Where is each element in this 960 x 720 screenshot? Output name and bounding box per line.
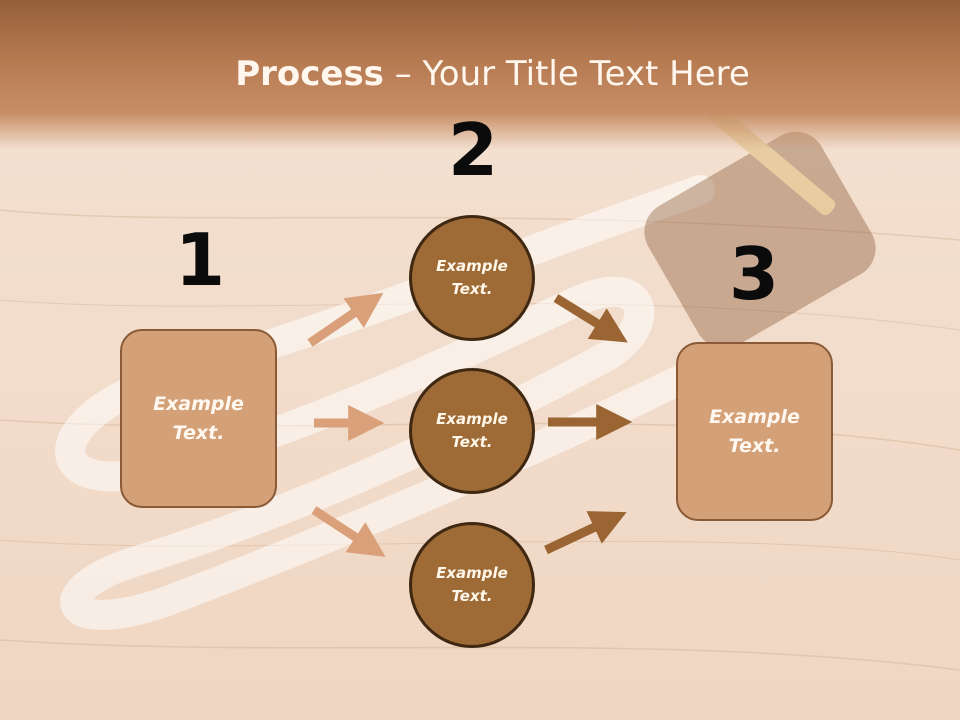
left-step-box-text: Example Text. [153,392,244,444]
title-rest: – Your Title Text Here [383,54,750,94]
circle-node-1[interactable]: Example Text. [409,215,535,341]
step-number-1: 1 [174,218,226,302]
title-bold: Process [235,54,384,94]
slide-title: Process – Your Title Text Here [0,52,960,96]
circle-node-1-text: Example Text. [436,257,508,298]
left-step-box[interactable]: Example Text. [120,329,277,508]
step-number-3: 3 [728,232,780,316]
circle-node-3[interactable]: Example Text. [409,522,535,648]
arrow-circle-1-to-right [553,294,628,343]
right-step-box[interactable]: Example Text. [676,342,833,521]
right-step-box-text: Example Text. [709,405,800,457]
circle-node-3-text: Example Text. [436,564,508,605]
arrow-left-to-circle-1 [307,292,384,347]
circle-node-2-text: Example Text. [436,410,508,451]
circle-node-2[interactable]: Example Text. [409,368,535,494]
arrow-left-to-circle-3 [311,506,386,557]
step-number-2: 2 [447,108,499,192]
arrow-circle-3-to-right [544,511,627,555]
title-band [0,0,960,150]
